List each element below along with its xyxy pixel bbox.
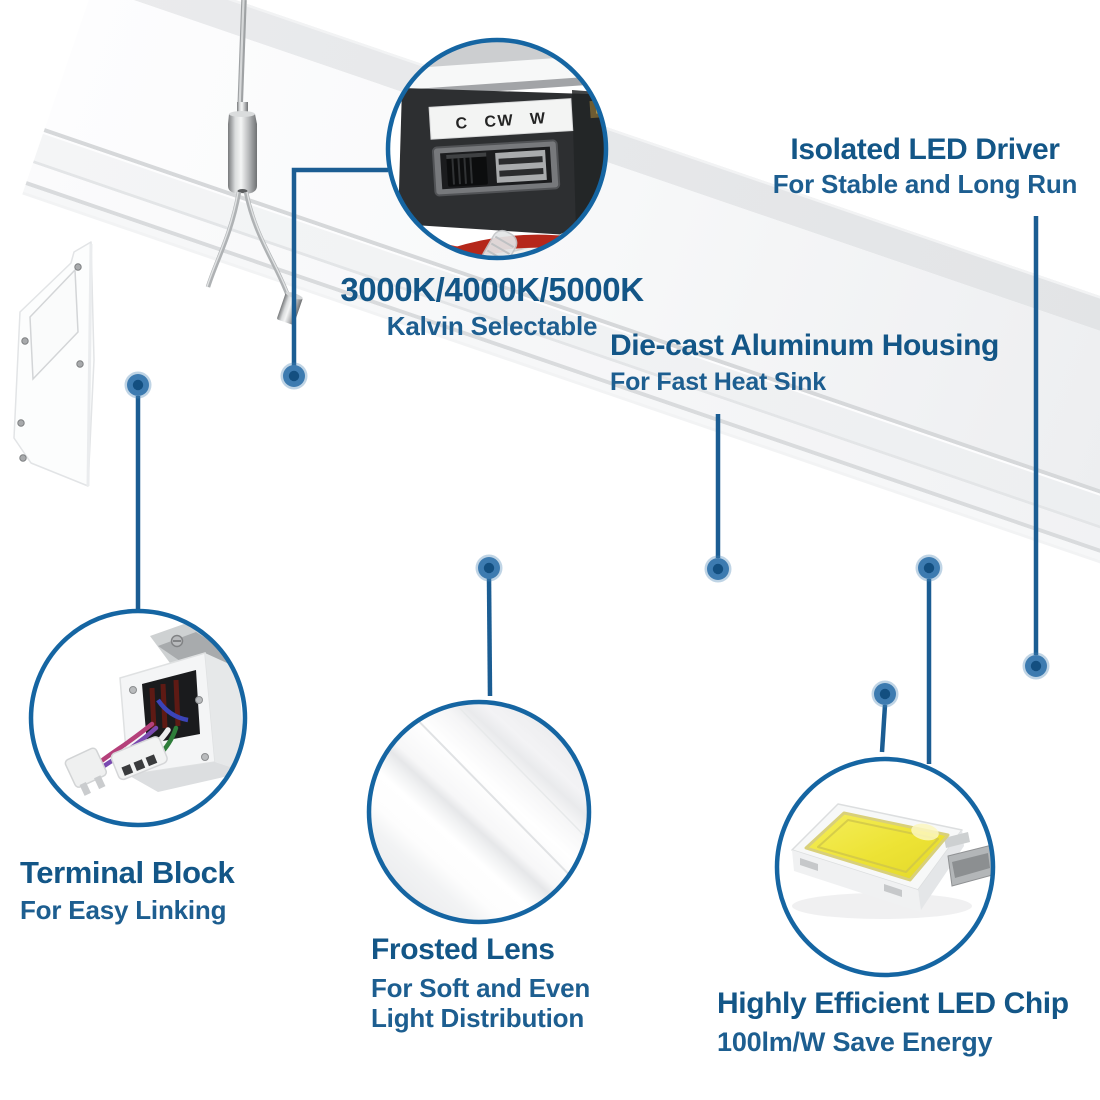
callout-dot — [915, 554, 943, 582]
callout-aluminum-housing: Die-cast Aluminum Housing For Fast Heat … — [610, 330, 1060, 397]
callout-dot — [124, 371, 152, 399]
callout-led-chip: Highly Efficient LED Chip 100lm/W Save E… — [717, 988, 1100, 1058]
kelvin-title: 3000K/4000K/5000K — [340, 271, 644, 308]
two-pin-plug — [64, 747, 108, 796]
connector-kelvin — [291, 167, 388, 366]
driver-subtitle: For Stable and Long Run — [772, 168, 1078, 199]
connector-chip-b — [879, 704, 888, 753]
terminal-block-photo-circle — [28, 608, 248, 828]
end-cap-screws — [17, 263, 84, 462]
frosted-lens-photo-circle — [366, 699, 592, 925]
fixture-bar — [22, 0, 1100, 604]
lens-subtitle: For Soft and Even Light Distribution — [371, 973, 651, 1034]
housing-title: Die-cast Aluminum Housing — [610, 329, 999, 362]
chip-title: Highly Efficient LED Chip — [717, 987, 1069, 1020]
terminal-title: Terminal Block — [20, 855, 235, 890]
chip-subtitle: 100lm/W Save Energy — [717, 1026, 993, 1057]
lens-subtitle-line2: Light Distribution — [371, 1003, 585, 1034]
cable-mount-cylinder — [277, 291, 303, 325]
kelvin-slide-switch — [431, 139, 561, 197]
three-pin-connector — [110, 736, 168, 781]
kelvin-switch-photo-circle: C CW W — [385, 37, 609, 261]
kelvin-subtitle: Kalvin Selectable — [386, 310, 598, 341]
driver-title: Isolated LED Driver — [790, 133, 1060, 166]
callout-dot — [871, 680, 899, 708]
callout-dot — [1022, 652, 1050, 680]
callout-connector-lines — [135, 167, 1039, 764]
callout-kelvin-selectable: 3000K/4000K/5000K Kalvin Selectable — [322, 271, 662, 341]
callout-terminal-block: Terminal Block For Easy Linking — [20, 855, 320, 925]
terminal-subtitle: For Easy Linking — [20, 894, 227, 925]
callout-dot — [475, 554, 503, 582]
callout-dot — [704, 555, 732, 583]
callout-frosted-lens: Frosted Lens For Soft and Even Light Dis… — [371, 934, 651, 1034]
connector-lens — [486, 577, 493, 697]
kelvin-switch-label: C CW W — [455, 110, 547, 133]
housing-subtitle: For Fast Heat Sink — [610, 367, 826, 396]
callout-dots — [124, 362, 1050, 708]
led-chip-photo-circle — [774, 756, 996, 978]
lens-title: Frosted Lens — [371, 933, 555, 966]
callout-dot — [280, 362, 308, 390]
callout-isolated-led-driver: Isolated LED Driver For Stable and Long … — [762, 134, 1088, 199]
fixture-end-cap — [13, 241, 95, 487]
lens-subtitle-line1: For Soft and Even — [371, 972, 591, 1003]
